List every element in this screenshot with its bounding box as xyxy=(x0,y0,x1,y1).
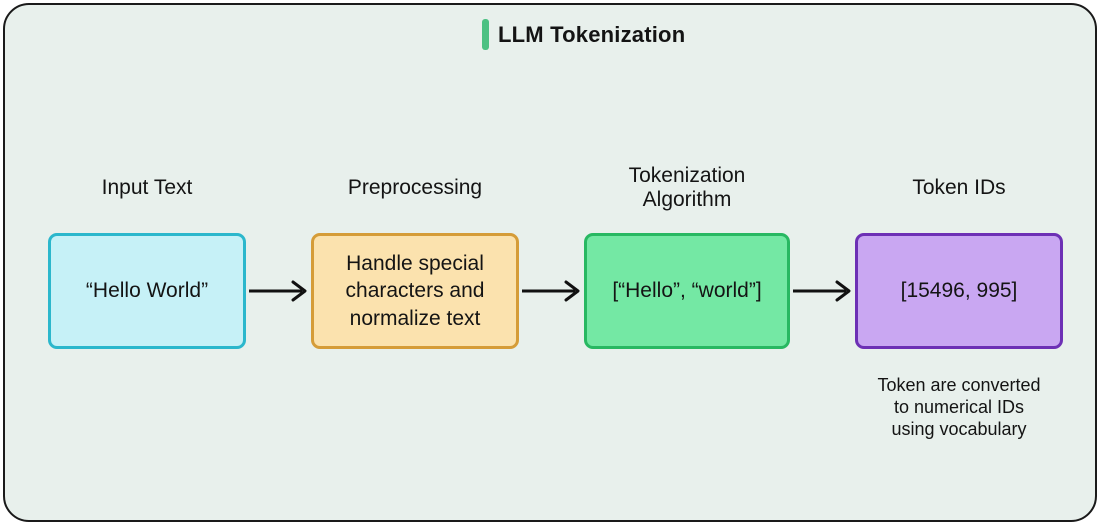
token-ids-value: [15496, 995] xyxy=(900,279,1018,303)
page-title: LLM Tokenization xyxy=(498,21,686,47)
token-ids-box: [15496, 995] xyxy=(855,233,1063,349)
arrow-icon xyxy=(522,280,580,302)
tokenization-algorithm-box: [“Hello”, “world”] xyxy=(584,233,790,349)
tokenization-output-value: [“Hello”, “world”] xyxy=(612,279,762,303)
step-label-preprocessing: Preprocessing xyxy=(347,176,483,200)
step-label-token-ids: Token IDs xyxy=(912,176,1006,200)
step-label-input-text: Input Text xyxy=(101,176,193,200)
input-text-value: “Hello World” xyxy=(85,279,209,303)
title-row: LLM Tokenization xyxy=(482,19,685,50)
input-text-box: “Hello World” xyxy=(48,233,246,349)
token-ids-note: Token are converted to numerical IDs usi… xyxy=(877,375,1041,439)
arrow-icon xyxy=(793,280,851,302)
arrow-icon xyxy=(249,280,307,302)
title-accent-bar xyxy=(482,19,489,50)
preprocessing-value: Handle special characters and normalize … xyxy=(345,252,485,330)
diagram-canvas: LLM Tokenization Input Text Preprocessin… xyxy=(3,3,1097,522)
preprocessing-box: Handle special characters and normalize … xyxy=(311,233,519,349)
step-label-tokenization-algorithm: Tokenization Algorithm xyxy=(628,164,746,211)
